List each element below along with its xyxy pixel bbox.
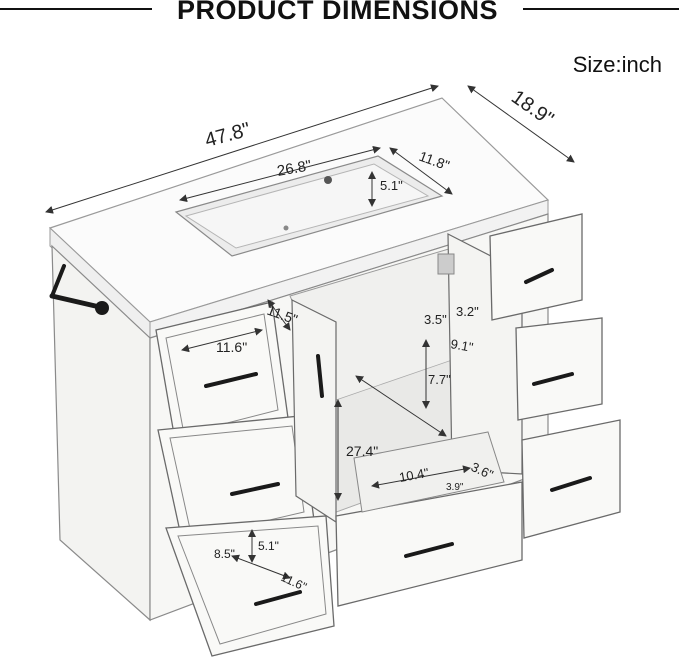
page-title: PRODUCT DIMENSIONS <box>176 0 499 25</box>
overall-depth-label: 18.9" <box>507 86 557 130</box>
left-drawer-bottom[interactable] <box>165 515 335 657</box>
sink-length-label: 26.8" <box>276 157 313 180</box>
small-drawer-height-label: 5.1" <box>258 539 279 553</box>
left-drawer-middle[interactable] <box>157 415 315 551</box>
faucet-hole-icon <box>324 176 332 184</box>
left-drawer-width-label: 11.6" <box>216 339 247 355</box>
drawer-handle-icon <box>404 542 454 558</box>
right-drawer-middle[interactable] <box>515 317 603 421</box>
drawer-handle-icon <box>524 268 554 284</box>
unit-label: Size:inch <box>572 52 662 77</box>
drawer-handle-icon <box>550 476 592 492</box>
bottom-drawer-inner-label: 3.9" <box>446 482 464 493</box>
right-drawer-top[interactable] <box>489 213 583 321</box>
header-line-left <box>0 8 152 10</box>
header-line-right <box>523 8 679 10</box>
left-door[interactable] <box>291 299 337 524</box>
right-drawer-bottom[interactable] <box>521 419 621 539</box>
sink-height-label: 5.1" <box>380 178 403 193</box>
bottom-drawer-width-label: 10.4" <box>398 465 430 485</box>
cabinet-height-label: 27.4" <box>346 443 378 459</box>
towel-bar <box>49 264 109 315</box>
door-shelf-width-label: 9.1" <box>449 336 474 355</box>
dimension-lines <box>45 84 575 580</box>
drawer-handle-icon <box>204 372 258 388</box>
small-drawer-depth-label: 8.5" <box>214 547 235 561</box>
hinge-icon <box>437 253 455 275</box>
door-shelf-height-label: 7.7" <box>428 372 451 387</box>
drain-icon <box>283 225 289 231</box>
drawer-handle-icon <box>254 590 302 606</box>
drawer-handle-icon <box>532 372 574 386</box>
door-handle-icon <box>316 354 324 398</box>
shelf-height-label: 3.2" <box>456 304 479 319</box>
shelf-width-label: 3.5" <box>424 312 447 327</box>
header: PRODUCT DIMENSIONS <box>0 0 679 30</box>
overall-width-label: 47.8" <box>203 119 253 152</box>
drawer-handle-icon <box>230 482 280 496</box>
